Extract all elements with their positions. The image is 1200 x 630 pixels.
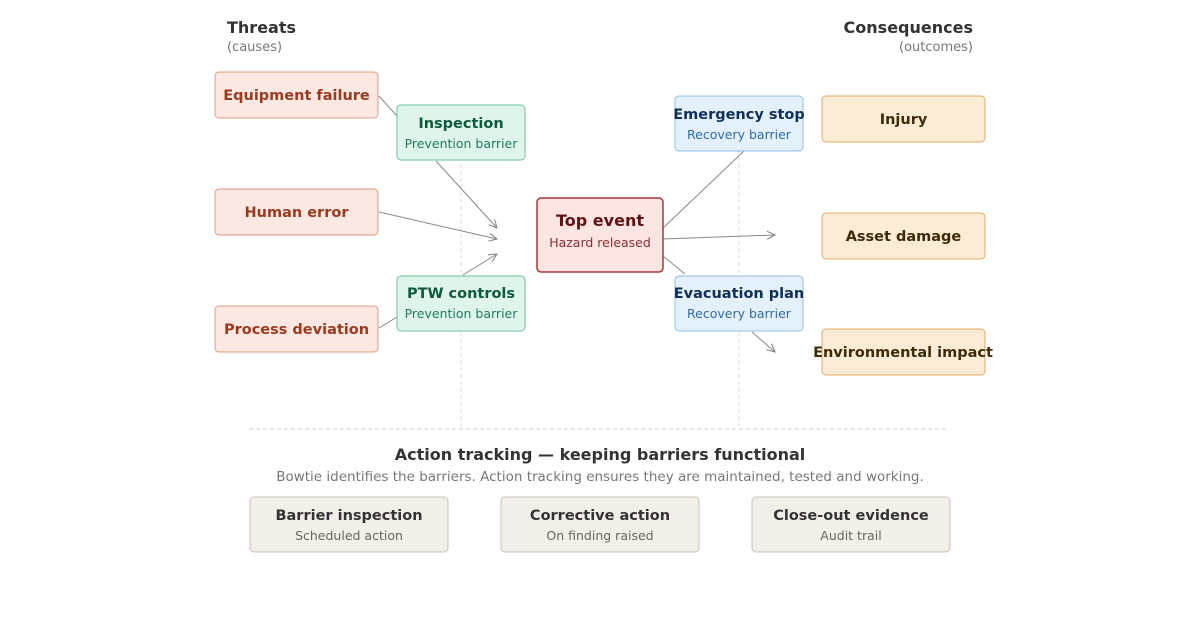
action-detail: Audit trail bbox=[820, 528, 881, 543]
prevention-barrier-ptw[interactable]: PTW controls Prevention barrier bbox=[396, 275, 526, 332]
top-event-label: Top event bbox=[556, 211, 644, 230]
threat-process-deviation[interactable]: Process deviation bbox=[214, 305, 379, 353]
connector-inspection-to-top bbox=[435, 160, 497, 228]
barrier-type: Recovery barrier bbox=[687, 127, 792, 142]
threat-equipment-failure[interactable]: Equipment failure bbox=[214, 71, 379, 119]
threats-heading: Threats bbox=[227, 18, 296, 37]
connectors bbox=[378, 95, 775, 352]
barrier-type: Prevention barrier bbox=[405, 136, 519, 151]
barrier-label: Emergency stop bbox=[673, 107, 805, 123]
consequence-label: Injury bbox=[880, 112, 928, 128]
action-tracking-subtitle: Bowtie identifies the barriers. Action t… bbox=[276, 469, 924, 485]
connector-evacuation-to-environment bbox=[751, 331, 775, 352]
threat-label: Equipment failure bbox=[223, 88, 370, 104]
consequence-environmental-impact[interactable]: Environmental impact bbox=[813, 328, 993, 376]
action-label: Corrective action bbox=[530, 508, 670, 524]
consequences-subheading: (outcomes) bbox=[899, 40, 973, 55]
connector-equipment-to-inspection bbox=[378, 95, 398, 117]
consequences-heading: Consequences bbox=[844, 18, 973, 37]
consequence-injury[interactable]: Injury bbox=[821, 95, 986, 143]
barrier-label: Evacuation plan bbox=[674, 286, 805, 302]
threat-label: Human error bbox=[245, 205, 350, 221]
action-detail: Scheduled action bbox=[295, 528, 403, 543]
recovery-barrier-emergency-stop[interactable]: Emergency stop Recovery barrier bbox=[673, 95, 805, 152]
barrier-label: Inspection bbox=[418, 116, 503, 132]
action-label: Barrier inspection bbox=[275, 508, 422, 524]
consequence-label: Environmental impact bbox=[813, 345, 993, 361]
connector-top-to-evacuation bbox=[662, 255, 686, 275]
connector-process-to-ptw bbox=[378, 316, 398, 329]
consequence-asset-damage[interactable]: Asset damage bbox=[821, 212, 986, 260]
recovery-barrier-evacuation-plan[interactable]: Evacuation plan Recovery barrier bbox=[674, 275, 805, 332]
action-corrective-action[interactable]: Corrective action On finding raised bbox=[500, 496, 700, 553]
barrier-type: Recovery barrier bbox=[687, 306, 792, 321]
consequence-label: Asset damage bbox=[846, 229, 962, 245]
threat-human-error[interactable]: Human error bbox=[214, 188, 379, 236]
threats-subheading: (causes) bbox=[227, 40, 282, 55]
top-event[interactable]: Top event Hazard released bbox=[536, 197, 664, 273]
action-label: Close-out evidence bbox=[773, 508, 929, 524]
connector-human-error-to-top bbox=[378, 211, 497, 239]
connector-ptw-to-top bbox=[462, 254, 497, 276]
top-event-detail: Hazard released bbox=[549, 235, 651, 250]
connector-top-to-emergency bbox=[662, 150, 745, 229]
threat-label: Process deviation bbox=[224, 322, 369, 338]
barrier-label: PTW controls bbox=[407, 286, 515, 302]
barrier-type: Prevention barrier bbox=[405, 306, 519, 321]
prevention-barrier-inspection[interactable]: Inspection Prevention barrier bbox=[396, 104, 526, 161]
connector-top-to-asset bbox=[662, 235, 775, 239]
action-detail: On finding raised bbox=[546, 528, 653, 543]
action-close-out-evidence[interactable]: Close-out evidence Audit trail bbox=[751, 496, 951, 553]
action-tracking-title: Action tracking — keeping barriers funct… bbox=[395, 445, 806, 464]
action-barrier-inspection[interactable]: Barrier inspection Scheduled action bbox=[249, 496, 449, 553]
